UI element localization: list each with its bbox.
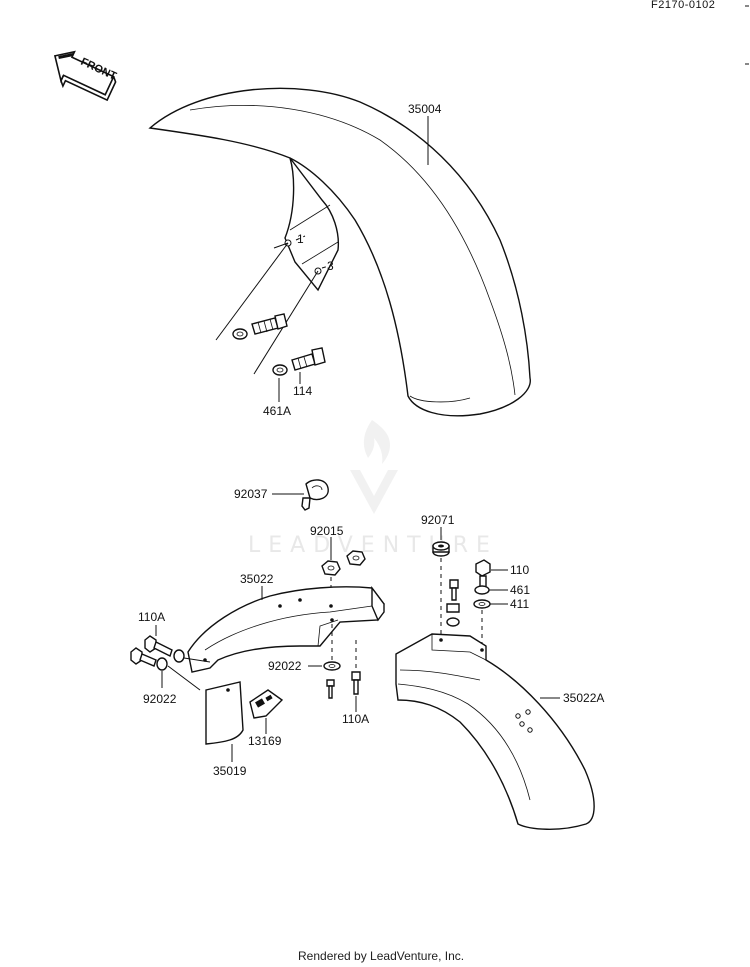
svg-text:1: 1 (297, 232, 304, 246)
rear-fender (395, 633, 595, 830)
label-92037: 92037 (234, 487, 268, 501)
clip-92037 (301, 479, 329, 511)
bolt-110 (475, 559, 491, 589)
bolt-mid-lower (326, 679, 335, 699)
label-13169: 13169 (248, 734, 282, 748)
watermark-text: LEADVENTURE (248, 533, 498, 558)
washer-92022-mid (323, 661, 341, 671)
footer-credit: Rendered by LeadVenture, Inc. (298, 949, 464, 963)
label-35022A: 35022A (563, 691, 604, 705)
label-411: 411 (510, 597, 529, 611)
label-114: 114 (293, 384, 312, 398)
reflector-13169 (249, 689, 284, 719)
label-35004: 35004 (408, 102, 442, 116)
bolt-small-mid (446, 579, 460, 627)
mudflap-35019 (205, 681, 244, 745)
bolt-left-lower (130, 647, 157, 667)
label-92071: 92071 (421, 513, 455, 527)
label-92022-left: 92022 (143, 692, 177, 706)
label-92015: 92015 (310, 524, 344, 538)
bolt-110A-left (144, 635, 173, 657)
svg-text:3: 3 (327, 259, 334, 273)
front-fender: 1 3 (148, 87, 531, 417)
label-461: 461 (510, 583, 530, 597)
label-461A: 461A (263, 404, 291, 418)
label-110: 110 (510, 563, 529, 577)
label-35019: 35019 (213, 764, 247, 778)
washer-461 (474, 585, 490, 595)
grommet-92071 (432, 541, 450, 557)
label-110A-mid: 110A (342, 712, 369, 726)
bolt-upper (232, 313, 288, 340)
diagram-code: F2170-0102 (651, 0, 715, 11)
watermark-logo (350, 420, 398, 514)
bolt-110A-mid (351, 671, 361, 695)
nut-92015-b (346, 550, 366, 566)
label-110A-left: 110A (138, 610, 165, 624)
front-arrow-icon (53, 50, 117, 102)
label-92022-mid: 92022 (268, 659, 302, 673)
washer-411 (473, 599, 491, 609)
nut-92015 (321, 560, 341, 576)
bolt-114 (272, 347, 326, 376)
rear-fender-front (187, 585, 385, 673)
label-35022: 35022 (240, 572, 274, 586)
